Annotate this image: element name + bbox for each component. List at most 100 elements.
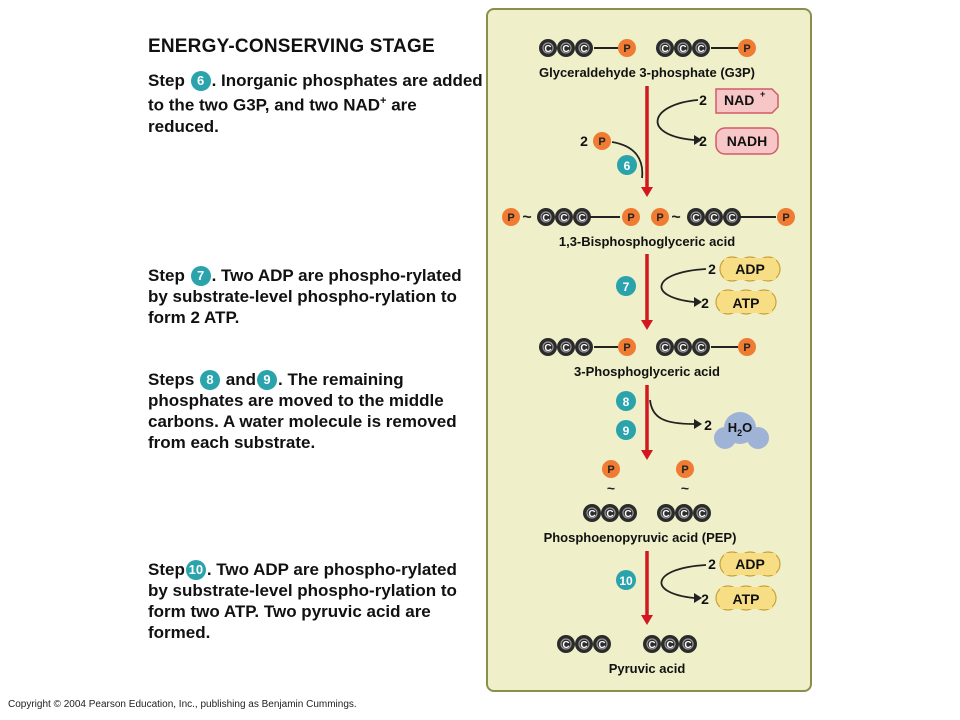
carbon-atom-ring (677, 341, 689, 353)
carbon-atom-circle (693, 504, 711, 522)
phosphate-circle (738, 338, 756, 356)
carbon-atom-circle (583, 504, 601, 522)
phosphate-label: P (627, 212, 634, 224)
adp-label: ADP (735, 261, 765, 277)
carbon-atom-ring (696, 507, 708, 519)
carbon-atom: C (555, 208, 573, 226)
carbon-label: C (578, 213, 585, 224)
carbon-atom: C (656, 338, 674, 356)
step-6-arrow (641, 86, 653, 197)
carbon-label: C (560, 213, 567, 224)
water-formula: H2O (728, 420, 753, 438)
phosphate-label: P (598, 136, 605, 148)
carbon-atom: C (693, 504, 711, 522)
atp-badge-7 (715, 289, 777, 315)
curved-arrow-head (694, 593, 702, 603)
atp-badge-10 (715, 585, 777, 611)
carbon-atom: C (575, 338, 593, 356)
carbon-atom-ring (646, 638, 658, 650)
carbon-atom: C (674, 338, 692, 356)
carbon-atom-circle (674, 39, 692, 57)
phosphate-group: P (502, 208, 520, 226)
step-6-badge: 6 (190, 71, 211, 91)
water-molecule: H2O (714, 412, 769, 449)
phosphate-group: P (618, 338, 636, 356)
stage-title: ENERGY-CONSERVING STAGE (148, 36, 435, 57)
carbon-label: C (562, 640, 569, 651)
copyright-notice: Copyright © 2004 Pearson Education, Inc.… (8, 699, 357, 710)
step-10-pathway-badge: 10 (616, 570, 636, 590)
carbon-atom-circle (674, 338, 692, 356)
carbon-atom-ring (726, 211, 738, 223)
carbon-atom-ring (659, 341, 671, 353)
carbon-label: C (562, 44, 569, 55)
dehydration-arrow (649, 399, 702, 429)
carbon-atom-circle (687, 208, 705, 226)
cofactor-body (720, 291, 772, 313)
phosphate-group: P (676, 460, 694, 478)
phosphate-circle (651, 208, 669, 226)
arrow-head (641, 615, 653, 625)
step-9-badge: 9 (257, 370, 277, 390)
step-6-text: . Inorganic phosphates are added to the … (148, 71, 483, 115)
high-energy-bond: ~ (522, 209, 531, 226)
carbon-atom: C (539, 338, 557, 356)
carbon-label: C (562, 343, 569, 354)
phosphate-circle (622, 208, 640, 226)
cofactor-body (724, 258, 776, 280)
carbon-label: C (728, 213, 735, 224)
carbon-atom: C (687, 208, 705, 226)
carbon-label: C (661, 343, 668, 354)
step-7-arrow (641, 254, 653, 330)
step-9-pathway-badge: 9 (616, 420, 636, 440)
phosphate-circle (618, 39, 636, 57)
carbon-atom: C (575, 635, 593, 653)
carbon-atom-ring (604, 507, 616, 519)
badge-number: 10 (619, 574, 633, 588)
carbon-atom-circle (675, 504, 693, 522)
step-8-badge: 8 (200, 370, 221, 390)
carbon-atom-ring (560, 42, 572, 54)
curved-arrow-head (694, 297, 702, 307)
phosphate-input-arrow (611, 141, 644, 179)
badge-circle (616, 391, 636, 411)
step-8-9-arrow (641, 385, 653, 460)
carbon-atom-circle (619, 504, 637, 522)
adp-coefficient-10: 2 (708, 556, 716, 572)
step-6-description: Step 6. Inorganic phosphates are added t… (148, 70, 488, 137)
phosphate-label: P (681, 464, 688, 476)
phosphate-group: P (622, 208, 640, 226)
carbon-atom-ring (542, 42, 554, 54)
carbon-label: C (661, 44, 668, 55)
carbon-atom-circle (593, 635, 611, 653)
carbon-atom-circle (539, 338, 557, 356)
phosphate-label: P (782, 212, 789, 224)
phosphate-group: P (777, 208, 795, 226)
carbon-atom: C (674, 39, 692, 57)
atp-coefficient-10: 2 (701, 591, 709, 607)
carbon-atom-ring (622, 507, 634, 519)
carbon-atom: C (557, 635, 575, 653)
carbon-label: C (710, 213, 717, 224)
curved-arrow-path (656, 99, 699, 141)
carbon-atom-ring (677, 42, 689, 54)
carbon-atom-circle (539, 39, 557, 57)
step-10-badge: 10 (185, 560, 206, 580)
curved-arrow-path (660, 564, 707, 599)
carbon-atom-ring (558, 211, 570, 223)
carbon-label: C (679, 343, 686, 354)
carbon-atom: C (723, 208, 741, 226)
step-word: Step (148, 266, 185, 285)
carbon-atom: C (692, 39, 710, 57)
step-and-word: and (225, 370, 256, 389)
carbon-label: C (588, 509, 595, 520)
carbon-atom-circle (557, 338, 575, 356)
carbon-atom: C (537, 208, 555, 226)
carbon-atom-circle (557, 39, 575, 57)
carbon-atom: C (573, 208, 591, 226)
phosphate-group: P (738, 39, 756, 57)
step-8-pathway-badge: 8 (616, 391, 636, 411)
carbon-label: C (606, 509, 613, 520)
